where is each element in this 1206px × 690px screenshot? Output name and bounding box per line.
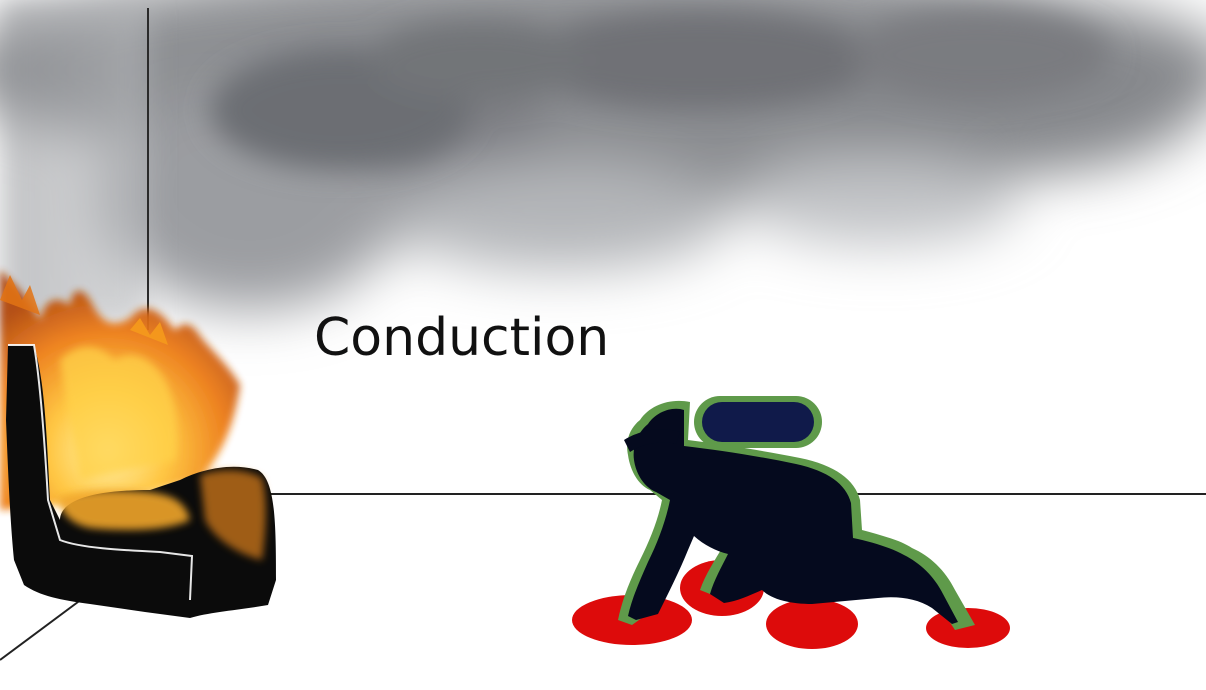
heat-contact-point-icon [766, 599, 858, 649]
caption-title: Conduction [314, 306, 609, 370]
